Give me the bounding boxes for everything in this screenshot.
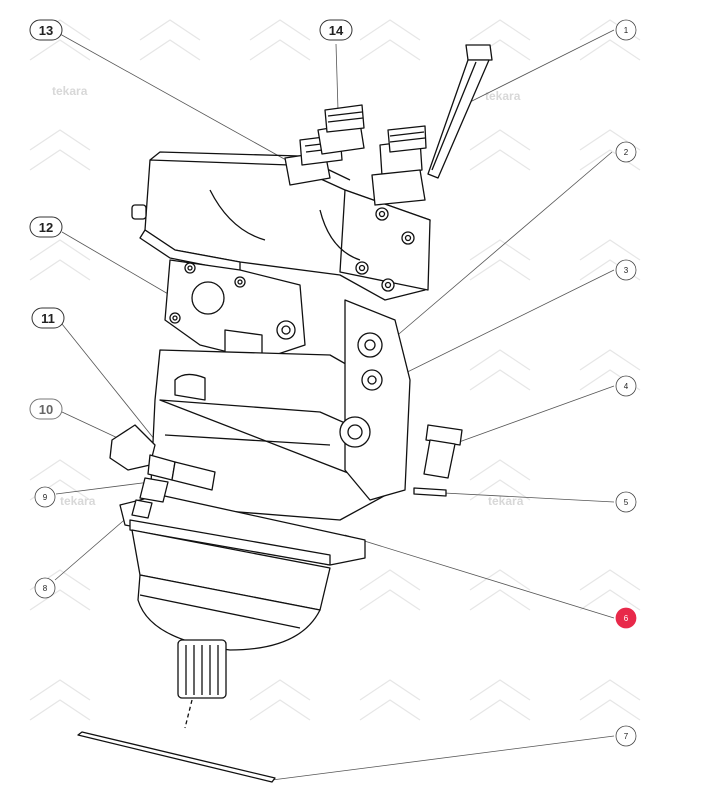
svg-text:5: 5 [624, 498, 629, 507]
watermark-text: tekara [485, 89, 521, 103]
callout-8[interactable]: 8 [34, 577, 56, 599]
lower-motor-body [131, 529, 331, 651]
svg-text:12: 12 [39, 220, 53, 235]
part-5-washer [413, 487, 447, 497]
part-8-plug [131, 499, 153, 519]
svg-text:11: 11 [41, 311, 55, 326]
watermark-pattern [29, 19, 641, 721]
callout-10[interactable]: 10 [29, 398, 63, 420]
callout-2[interactable]: 2 [615, 141, 637, 163]
callout-14[interactable]: 14 [319, 19, 353, 41]
callout-7[interactable]: 7 [615, 725, 637, 747]
svg-text:13: 13 [39, 23, 53, 38]
part-14-fitting [317, 104, 427, 206]
callout-6-highlighted[interactable]: 6 [615, 607, 637, 629]
flange-plate [119, 494, 366, 566]
callout-12[interactable]: 12 [29, 216, 63, 238]
valve-block [131, 151, 431, 301]
part-11-fitting [147, 454, 216, 491]
svg-text:3: 3 [624, 266, 629, 275]
leader-lines [54, 29, 615, 781]
part-4-bolt [423, 424, 463, 479]
callout-3[interactable]: 3 [615, 259, 637, 281]
svg-text:8: 8 [43, 584, 48, 593]
part-9-fitting [139, 477, 169, 503]
svg-text:1: 1 [624, 26, 629, 35]
watermark-text: tekara [60, 494, 96, 508]
svg-text:14: 14 [329, 23, 344, 38]
svg-text:10: 10 [39, 402, 53, 417]
callout-13[interactable]: 13 [29, 19, 63, 41]
callouts: 1 2 3 4 5 6 7 8 [29, 19, 637, 747]
part-1-long-bolt [427, 44, 493, 179]
callout-5[interactable]: 5 [615, 491, 637, 513]
svg-text:6: 6 [624, 614, 629, 623]
svg-text:9: 9 [43, 493, 48, 502]
spline-shaft [177, 639, 227, 699]
svg-text:7: 7 [624, 732, 629, 741]
callout-9[interactable]: 9 [34, 486, 56, 508]
svg-text:2: 2 [624, 148, 629, 157]
svg-text:4: 4 [624, 382, 629, 391]
callout-4[interactable]: 4 [615, 375, 637, 397]
watermark-text: tekara [488, 494, 524, 508]
callout-11[interactable]: 11 [31, 307, 65, 329]
part-7-o-ring [77, 731, 276, 783]
watermark-text: tekara [52, 84, 88, 98]
hydraulic-motor-assembly [77, 44, 493, 783]
callout-1[interactable]: 1 [615, 19, 637, 41]
